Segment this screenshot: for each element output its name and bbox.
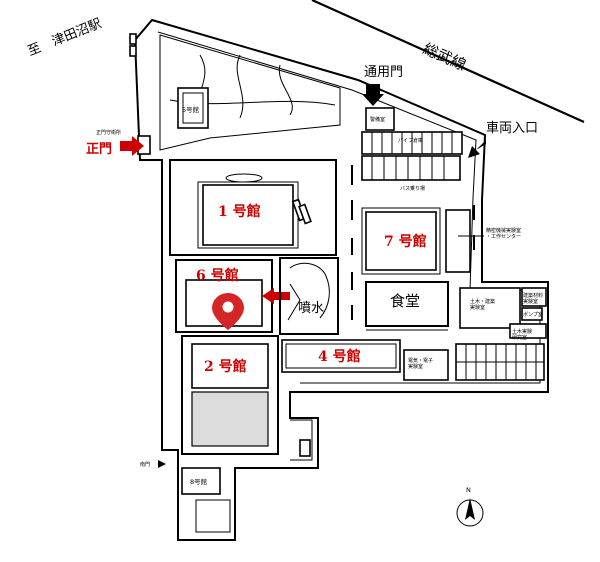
building-8 bbox=[181, 467, 221, 495]
civil-lab-label: 土木・建築実験室 bbox=[470, 298, 495, 311]
building-1-stairs bbox=[291, 198, 312, 225]
road-markers bbox=[351, 165, 475, 320]
electric-lab bbox=[403, 349, 449, 381]
vehicle-entrance-arrow bbox=[468, 140, 486, 158]
civil-lab-2 bbox=[509, 323, 547, 339]
pipe-room-label: パイプ倉庫 bbox=[398, 137, 423, 144]
building-1 bbox=[197, 173, 299, 249]
south-gate-arrow bbox=[158, 460, 166, 468]
building-1-label: 1 号館 bbox=[218, 203, 261, 220]
north-park-area bbox=[159, 34, 341, 151]
building-4-label: 4 号館 bbox=[318, 348, 361, 365]
building-5-inner bbox=[182, 92, 204, 124]
main-gate-arrow bbox=[120, 136, 144, 156]
arch-lab-label: 建築材料実験室 bbox=[523, 292, 543, 305]
red-arrow-icon bbox=[262, 288, 290, 304]
building-8-annex bbox=[195, 499, 231, 533]
warehouse-block bbox=[361, 131, 463, 181]
building-7 bbox=[361, 207, 441, 275]
fountain-area bbox=[279, 257, 339, 335]
pump-room bbox=[521, 307, 543, 321]
guard-room bbox=[365, 107, 395, 131]
park-path-2 bbox=[236, 54, 244, 119]
civil-lab bbox=[459, 287, 521, 329]
park-path-3 bbox=[278, 64, 293, 116]
service-gate-label: 通用門 bbox=[364, 65, 403, 80]
campus-boundary bbox=[133, 18, 549, 541]
building-7-label: 7 号館 bbox=[384, 233, 427, 250]
precision-lab bbox=[445, 209, 471, 273]
main-guard-label: 正門守衛所 bbox=[96, 129, 121, 136]
cafeteria bbox=[365, 281, 449, 331]
location-pin-icon bbox=[212, 293, 244, 330]
building-6-label: 6 号館 bbox=[196, 267, 239, 284]
parking-area bbox=[455, 343, 545, 381]
bus-stop-label: バス乗り場 bbox=[400, 185, 425, 192]
north-compass-icon bbox=[456, 498, 484, 527]
building-5-label: 5号館 bbox=[182, 105, 200, 114]
north-label: N bbox=[466, 486, 471, 494]
electric-lab-label: 電気・電子実験室 bbox=[408, 357, 433, 370]
building-8-label: 8号館 bbox=[190, 477, 208, 486]
vehicle-entrance-label: 車両入口 bbox=[486, 121, 538, 136]
arch-lab bbox=[521, 287, 547, 307]
precision-lab-label: 精密機械実験室 ・工作センター bbox=[486, 227, 523, 240]
service-gate-arrow bbox=[362, 84, 384, 106]
building-2-label: 2 号館 bbox=[204, 358, 247, 375]
railway-label: 総武線 bbox=[420, 40, 468, 75]
gate-ticks bbox=[129, 33, 137, 57]
guard-room-label: 警備室 bbox=[370, 116, 385, 123]
building-2 bbox=[181, 335, 279, 455]
fountain-label: 噴水 bbox=[298, 301, 324, 316]
lower-annex bbox=[290, 419, 313, 461]
south-gate-label: 南門 bbox=[140, 461, 150, 468]
cafeteria-label: 食堂 bbox=[390, 292, 420, 310]
to-station-label: 至 津田沼駅 bbox=[26, 16, 104, 59]
main-gate-label: 正門 bbox=[86, 142, 112, 157]
lower-annex-box bbox=[299, 439, 311, 457]
civil-lab-2-label: 土木実験研究室 bbox=[512, 328, 532, 341]
railway-line bbox=[311, 0, 585, 124]
pump-room-label: ポンプ室 bbox=[523, 311, 543, 318]
building-4 bbox=[281, 339, 401, 373]
center-block bbox=[169, 159, 337, 256]
